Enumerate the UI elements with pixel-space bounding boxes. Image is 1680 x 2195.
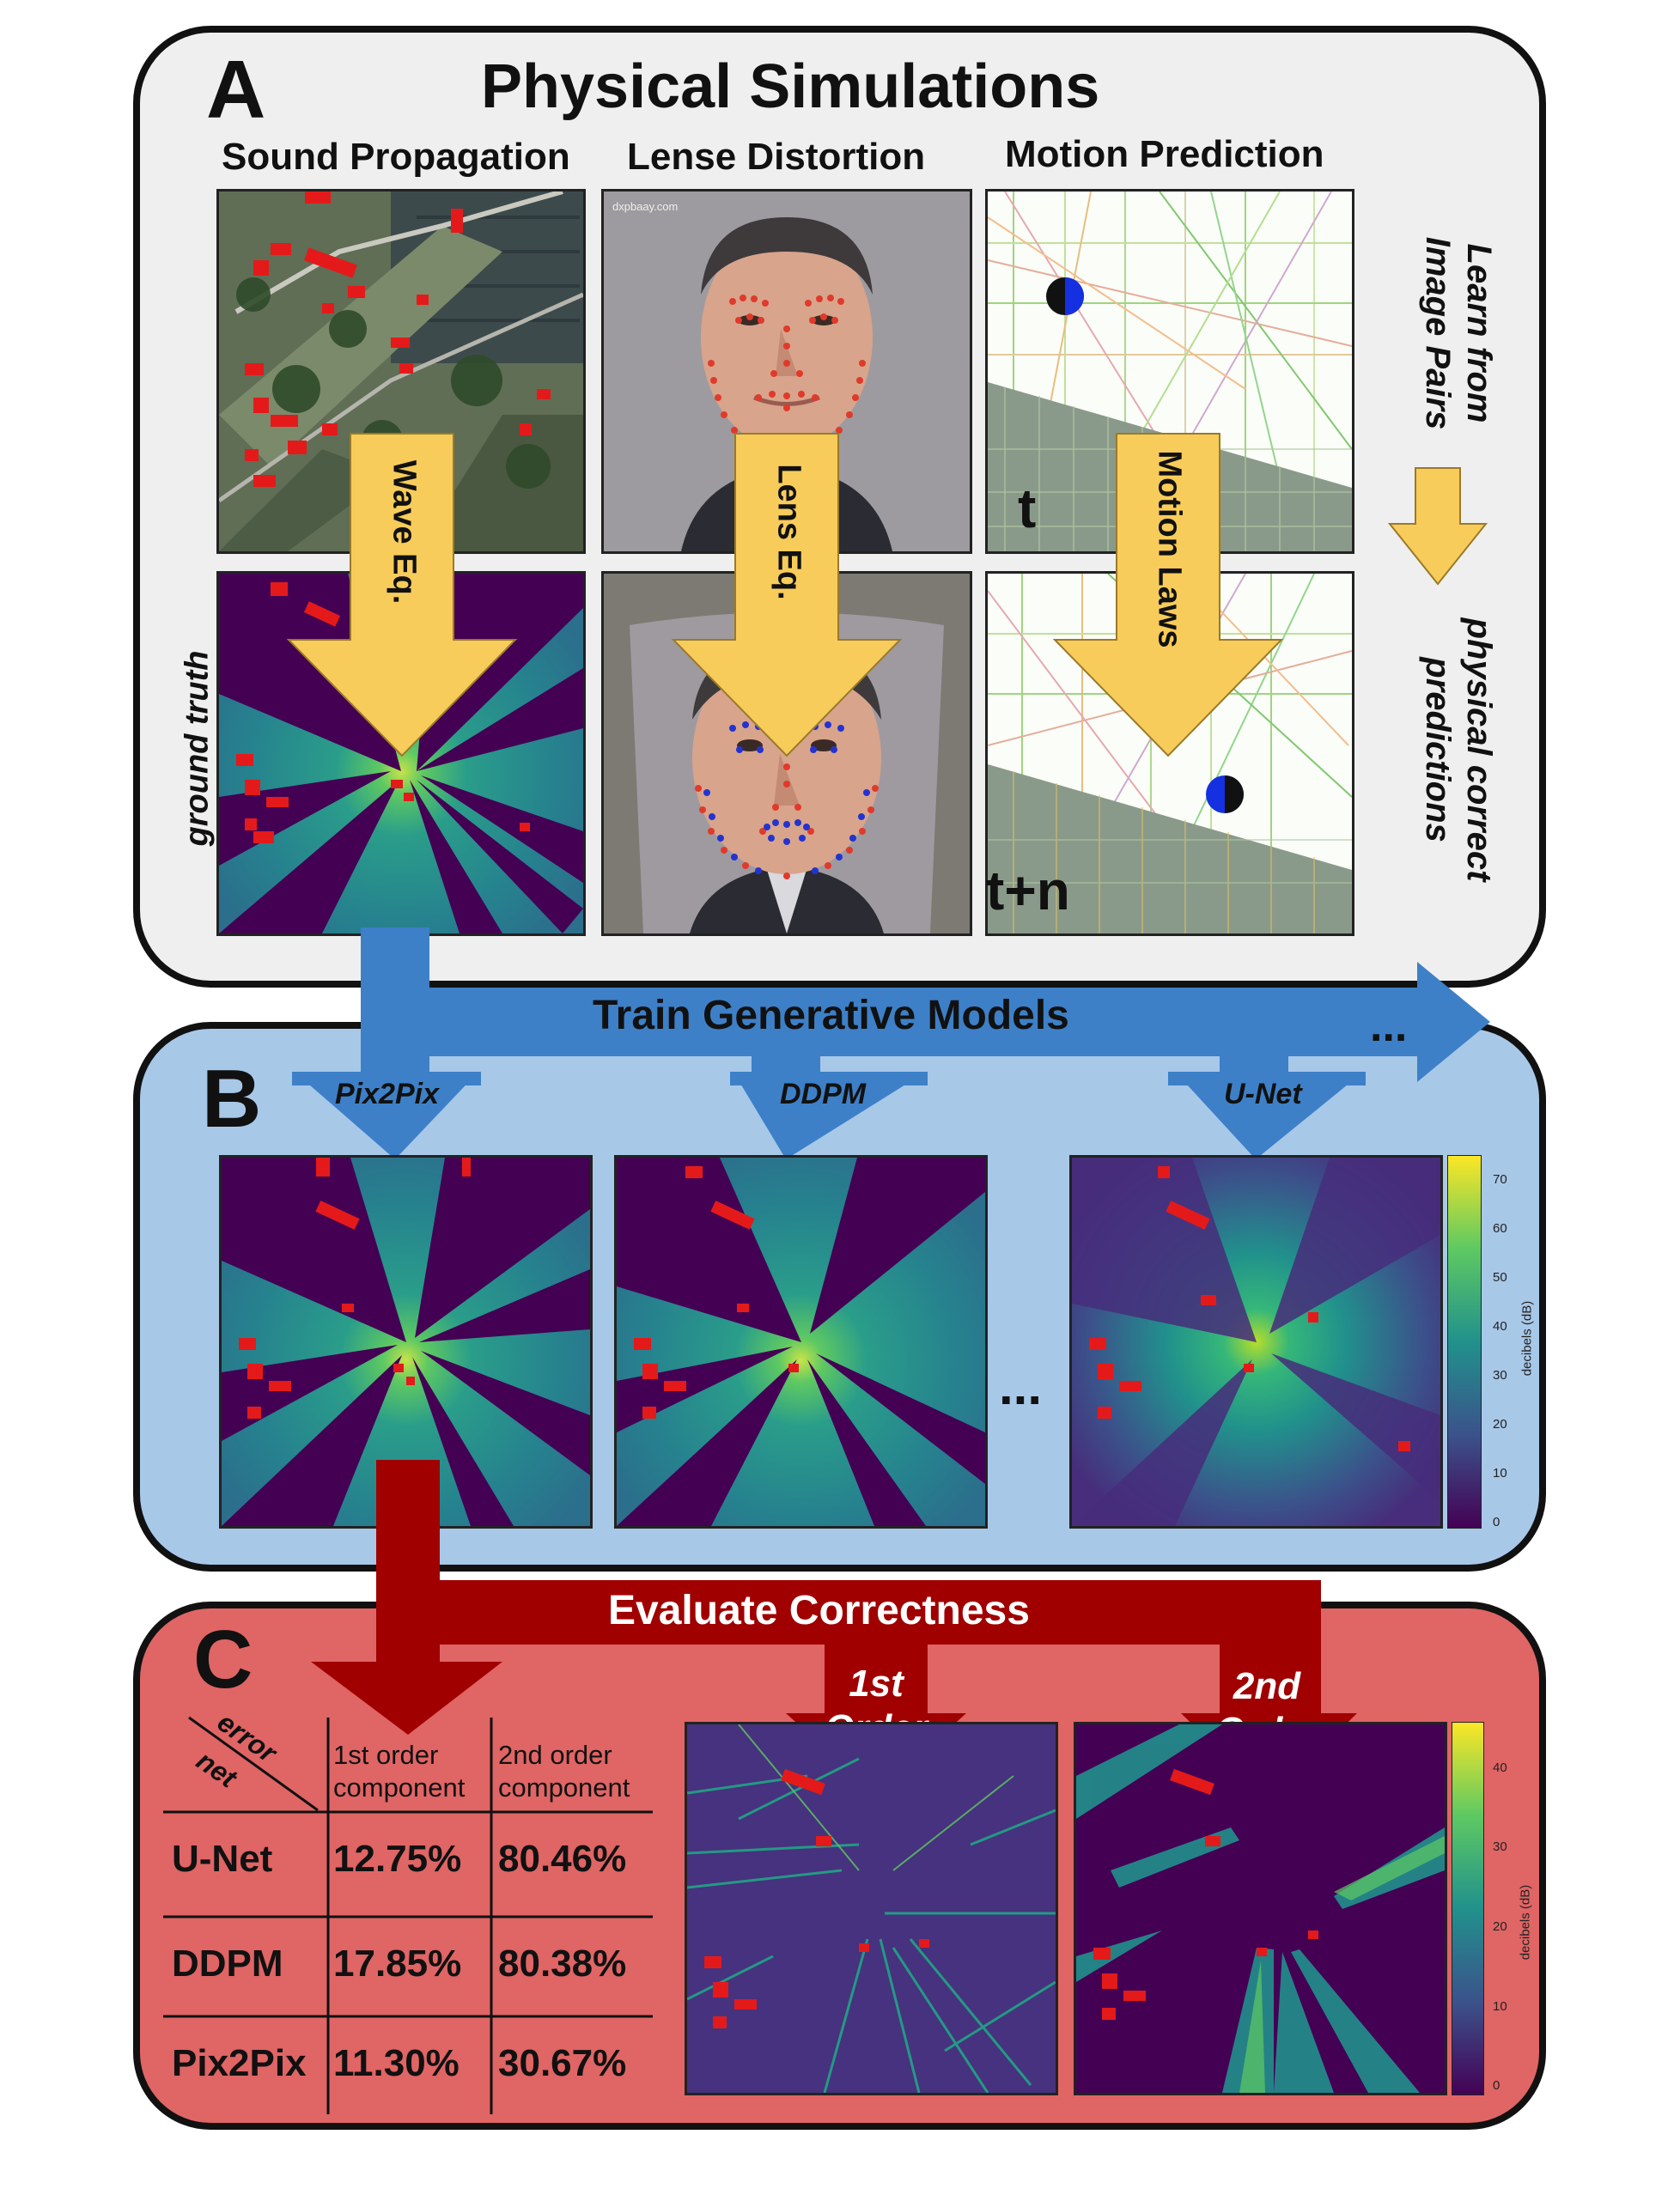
model-label-pix2pix: Pix2Pix [335, 1078, 439, 1110]
motion-laws-arrow [1052, 433, 1284, 757]
time-label-t: t [1018, 477, 1037, 539]
table-header-second-line-1: 2nd order [498, 1740, 612, 1770]
colorbar-b-tick-70: 70 [1493, 1172, 1507, 1187]
wave-eq-arrow [286, 433, 518, 757]
column-title-lens: Lense Distortion [627, 136, 926, 178]
train-main-arrow [361, 927, 1490, 1082]
table-header-second-order: 2nd order component [498, 1739, 630, 1804]
time-label-t-plus-n: t+n [986, 860, 1070, 921]
table-row-ddpm-net: DDPM [172, 1943, 283, 1985]
table-header-first-order: 1st order component [333, 1739, 465, 1804]
panel-a-title: Physical Simulations [481, 52, 1100, 121]
first-order-line-1: 1st [849, 1663, 904, 1705]
table-row-ddpm-first: 17.85% [333, 1943, 462, 1985]
column-title-sound: Sound Propagation [222, 136, 570, 178]
unet-output-map [1069, 1155, 1443, 1529]
model-label-unet: U-Net [1224, 1078, 1302, 1110]
colorbar-b-tick-40: 40 [1493, 1319, 1507, 1334]
evaluate-correctness-label: Evaluate Correctness [608, 1588, 1030, 1633]
train-generative-label: Train Generative Models [593, 993, 1069, 1038]
colorbar-c-label: decibels (dB) [1518, 1884, 1533, 1961]
motion-frame-t [985, 189, 1354, 554]
panel-a-letter: A [206, 44, 266, 136]
second-order-line-1: 2nd [1233, 1665, 1301, 1707]
colorbar-b [1447, 1155, 1482, 1529]
model-label-ddpm: DDPM [780, 1078, 867, 1110]
colorbar-b-tick-20: 20 [1493, 1417, 1507, 1432]
panel-b-letter: B [202, 1053, 262, 1145]
satellite-map-image [216, 189, 586, 554]
panel-b-ellipsis: ... [999, 1358, 1043, 1415]
yellow-arrows-layer [286, 433, 1488, 757]
colorbar-c-tick-20: 20 [1493, 1919, 1507, 1934]
colorbar-c-tick-10: 10 [1493, 1999, 1507, 2014]
learn-arrow [1387, 467, 1488, 586]
table-header-first-line-1: 1st order [333, 1740, 439, 1770]
table-row-ddpm-second: 80.38% [498, 1943, 627, 1985]
lens-eq-arrow [671, 433, 903, 757]
table-row-pix2pix-net: Pix2Pix [172, 2042, 307, 2084]
first-order-error-map [685, 1722, 1058, 2095]
watermark-text: dxpbaay.com [612, 200, 678, 213]
colorbar-b-tick-30: 30 [1493, 1368, 1507, 1383]
evaluate-main-arrow [311, 1460, 1321, 1735]
train-arrow-layer [292, 927, 1490, 1159]
table-row-pix2pix-second: 30.67% [498, 2042, 627, 2084]
table-header-first-line-2: component [333, 1772, 466, 1803]
colorbar-b-tick-10: 10 [1493, 1466, 1507, 1481]
table-row-unet-net: U-Net [172, 1838, 273, 1880]
table-row-unet-first: 12.75% [333, 1838, 462, 1880]
colorbar-c-tick-40: 40 [1493, 1760, 1507, 1775]
colorbar-c-tick-30: 30 [1493, 1839, 1507, 1854]
table-row-pix2pix-first: 11.30% [333, 2042, 460, 2084]
colorbar-b-tick-0: 0 [1493, 1515, 1500, 1529]
colorbar-b-tick-50: 50 [1493, 1270, 1507, 1285]
column-title-motion: Motion Prediction [1005, 133, 1324, 175]
panel-c-letter: C [193, 1614, 253, 1706]
colorbar-c-tick-0: 0 [1493, 2078, 1500, 2093]
table-header-second-line-2: component [498, 1772, 630, 1803]
colorbar-b-tick-60: 60 [1493, 1221, 1507, 1236]
ddpm-output-map [614, 1155, 988, 1529]
train-ellipsis: ... [1370, 1001, 1408, 1051]
table-row-unet-second: 80.46% [498, 1838, 627, 1880]
colorbar-c [1452, 1722, 1484, 2095]
second-order-error-map [1074, 1722, 1447, 2095]
